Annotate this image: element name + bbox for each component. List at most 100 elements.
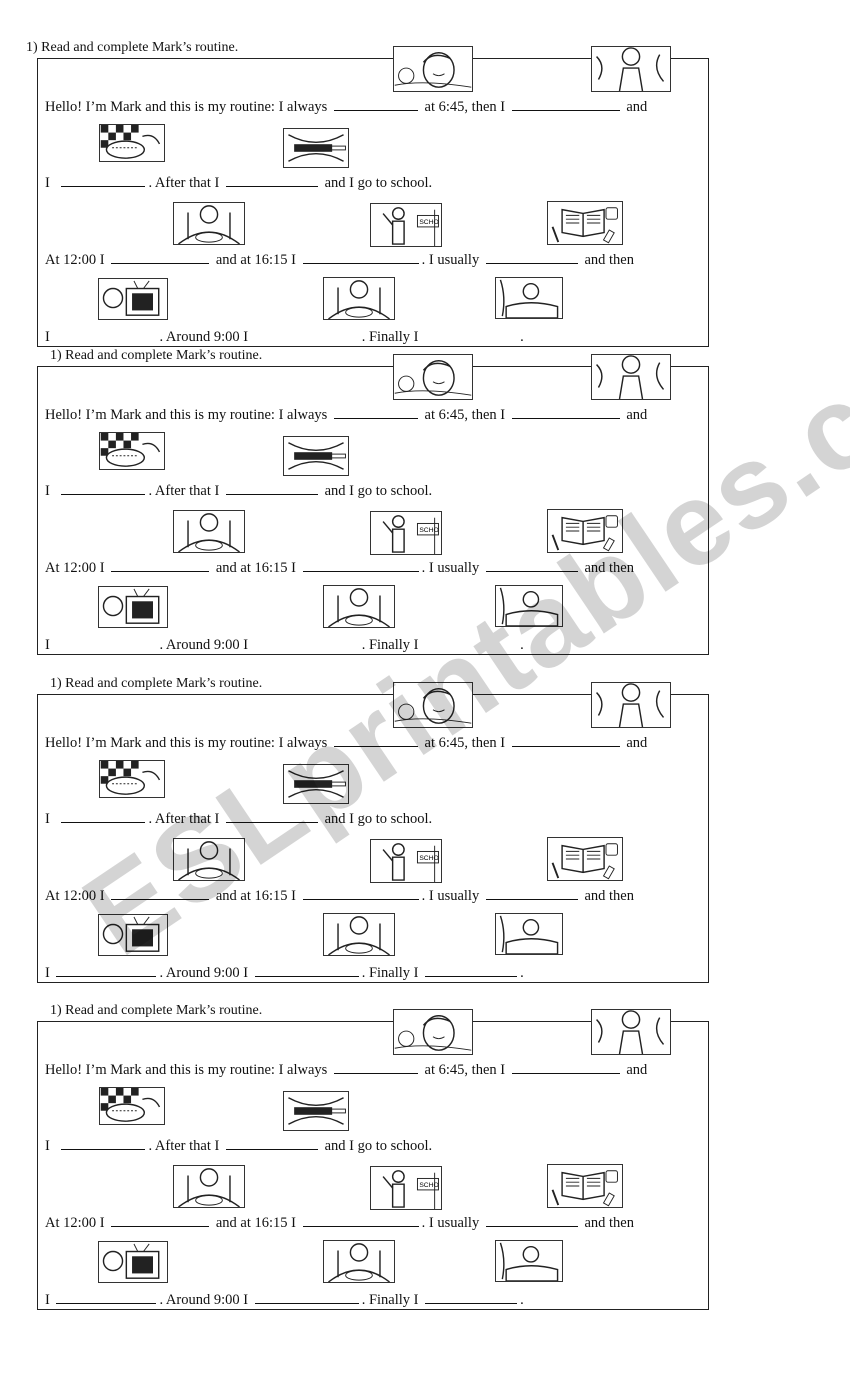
picture-go-to-bed: [495, 277, 563, 319]
sentence-text: and then: [584, 252, 634, 268]
answer-blank-school[interactable]: [302, 887, 419, 900]
answer-blank-lunch[interactable]: [111, 887, 210, 900]
answer-blank-lunch[interactable]: [111, 559, 210, 572]
answer-blank-brush-teeth[interactable]: [225, 482, 318, 495]
exercise-frame: [37, 366, 709, 655]
picture-wake-up: [393, 354, 473, 400]
picture-get-dressed: [591, 354, 671, 400]
answer-blank-dinner[interactable]: [254, 964, 359, 977]
sentence-text: . After that I: [148, 811, 220, 827]
sentence-text: I: [45, 811, 50, 827]
sentence-text: and I go to school.: [324, 175, 433, 191]
sentence-line-1: Hello! I’m Mark and this is my routine: …: [45, 734, 647, 752]
answer-blank-homework[interactable]: [485, 559, 578, 572]
answer-blank-wake-up[interactable]: [333, 98, 418, 111]
answer-blank-dinner[interactable]: [254, 1291, 359, 1304]
sentence-text: . I usually: [421, 252, 480, 268]
svg-text:SCHO: SCHO: [419, 1182, 438, 1189]
sentence-text: and at 16:15 I: [215, 560, 296, 576]
sentence-text: I: [45, 1292, 50, 1308]
sentence-line-4: I . Around 9:00 I . Finally I .: [45, 1291, 524, 1309]
picture-dinner: [323, 277, 395, 320]
answer-blank-wake-up[interactable]: [333, 734, 418, 747]
answer-blank-school[interactable]: [302, 1214, 419, 1227]
answer-blank-homework[interactable]: [485, 887, 578, 900]
answer-blank-brush-teeth[interactable]: [225, 174, 318, 187]
answer-blank-homework[interactable]: [485, 1214, 578, 1227]
picture-watch-tv: [98, 586, 168, 628]
answer-blank-watch-tv[interactable]: [56, 1291, 157, 1304]
exercise-frame: [37, 694, 709, 983]
answer-blank-get-dressed[interactable]: [511, 98, 620, 111]
sentence-text: and: [626, 735, 648, 751]
sentence-text: . Finally I: [361, 637, 419, 653]
answer-blank-watch-tv[interactable]: [56, 964, 157, 977]
answer-blank-go-to-bed[interactable]: [425, 1291, 518, 1304]
sentence-text: and then: [584, 888, 634, 904]
sentence-line-2: I . After that I and I go to school.: [45, 482, 432, 500]
sentence-text: Hello! I’m Mark and this is my routine: …: [45, 735, 328, 751]
sentence-text: and at 16:15 I: [215, 1215, 296, 1231]
answer-blank-get-dressed[interactable]: [511, 406, 620, 419]
answer-blank-breakfast[interactable]: [61, 174, 146, 187]
sentence-line-3: At 12:00 I and at 16:15 I . I usually an…: [45, 1214, 634, 1232]
exercise-block-1: 1) Read and complete Mark’s routine. SCH…: [0, 40, 850, 360]
sentence-line-2: I . After that I and I go to school.: [45, 174, 432, 192]
answer-blank-go-to-bed[interactable]: [425, 328, 517, 341]
picture-get-dressed: [591, 682, 671, 728]
sentence-text: at 6:45, then I: [424, 99, 506, 115]
answer-blank-go-to-bed[interactable]: [425, 964, 518, 977]
picture-school: SCHO: [370, 511, 442, 555]
sentence-text: I: [45, 329, 50, 345]
exercise-block-3: 1) Read and complete Mark’s routine. SCH…: [0, 676, 850, 996]
sentence-text: At 12:00 I: [45, 1215, 105, 1231]
picture-watch-tv: [98, 1241, 168, 1283]
answer-blank-breakfast[interactable]: [61, 482, 146, 495]
sentence-text: Hello! I’m Mark and this is my routine: …: [45, 407, 328, 423]
answer-blank-breakfast[interactable]: [61, 810, 146, 823]
picture-lunch: [173, 202, 245, 245]
answer-blank-lunch[interactable]: [111, 251, 210, 264]
sentence-text: .: [520, 965, 524, 981]
answer-blank-school[interactable]: [302, 251, 419, 264]
answer-blank-lunch[interactable]: [111, 1214, 210, 1227]
sentence-text: and I go to school.: [324, 811, 433, 827]
sentence-text: At 12:00 I: [45, 560, 105, 576]
sentence-text: at 6:45, then I: [424, 1062, 506, 1078]
answer-blank-breakfast[interactable]: [61, 1137, 146, 1150]
sentence-text: I: [45, 965, 50, 981]
sentence-text: and: [626, 407, 648, 423]
svg-text:SCHO: SCHO: [419, 855, 438, 862]
sentence-text: At 12:00 I: [45, 888, 105, 904]
answer-blank-brush-teeth[interactable]: [225, 810, 318, 823]
answer-blank-homework[interactable]: [485, 251, 578, 264]
picture-brush-teeth: [283, 764, 349, 804]
sentence-text: and I go to school.: [324, 483, 433, 499]
sentence-line-1: Hello! I’m Mark and this is my routine: …: [45, 98, 647, 116]
picture-dinner: [323, 913, 395, 956]
answer-blank-get-dressed[interactable]: [511, 734, 620, 747]
picture-school: SCHO: [370, 1166, 442, 1210]
answer-blank-wake-up[interactable]: [333, 1061, 418, 1074]
sentence-text: . Around 9:00 I: [159, 1292, 249, 1308]
picture-lunch: [173, 1165, 245, 1208]
picture-breakfast: [99, 124, 165, 162]
answer-blank-watch-tv[interactable]: [56, 636, 156, 649]
answer-blank-get-dressed[interactable]: [511, 1061, 620, 1074]
sentence-text: Hello! I’m Mark and this is my routine: …: [45, 99, 328, 115]
answer-blank-dinner[interactable]: [255, 328, 359, 341]
sentence-text: . I usually: [421, 888, 480, 904]
picture-watch-tv: [98, 914, 168, 956]
answer-blank-brush-teeth[interactable]: [225, 1137, 318, 1150]
exercise-block-4: 1) Read and complete Mark’s routine. SCH…: [0, 1003, 850, 1323]
picture-brush-teeth: [283, 1091, 349, 1131]
answer-blank-watch-tv[interactable]: [56, 328, 156, 341]
answer-blank-wake-up[interactable]: [333, 406, 418, 419]
sentence-text: .: [520, 637, 524, 653]
exercise-frame: [37, 1021, 709, 1310]
answer-blank-school[interactable]: [302, 559, 419, 572]
picture-breakfast: [99, 432, 165, 470]
picture-lunch: [173, 838, 245, 881]
answer-blank-dinner[interactable]: [255, 636, 359, 649]
svg-text:SCHO: SCHO: [419, 219, 438, 226]
